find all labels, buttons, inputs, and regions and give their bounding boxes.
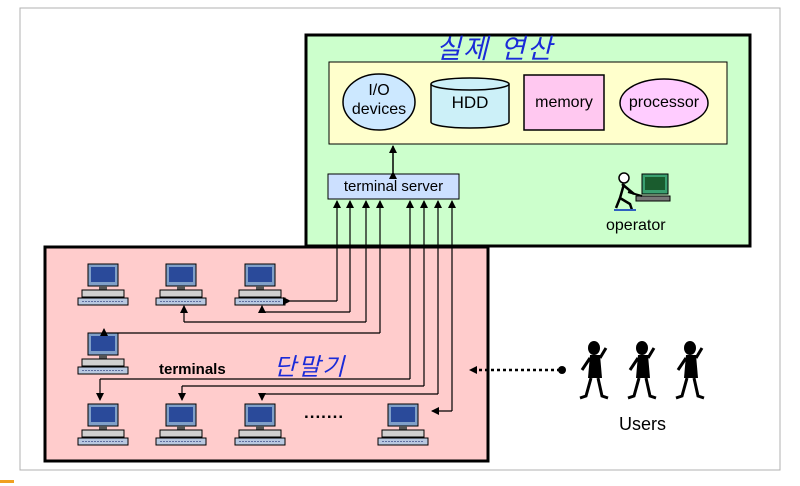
- io-devices-label: I/O devices: [351, 82, 407, 118]
- memory-shape: [523, 74, 605, 131]
- users-label: Users: [619, 414, 667, 434]
- connection-lines: [96, 200, 456, 415]
- ellipsis-dots: .......: [304, 403, 345, 422]
- operator-icon: [614, 172, 671, 211]
- operator-label: operator: [606, 217, 666, 234]
- processor-label: processor: [628, 94, 700, 111]
- terminals-label: terminals: [159, 361, 226, 378]
- users-access-origin: [558, 366, 566, 374]
- hdd-label: HDD: [451, 93, 489, 112]
- terminal-server-label: terminal server: [343, 178, 444, 195]
- hdd-shape: [430, 77, 510, 129]
- slide-accent-mark: [0, 480, 14, 483]
- processor-shape: [619, 78, 709, 128]
- host-title: 실제 연산: [436, 34, 554, 65]
- memory-label: memory: [535, 94, 593, 111]
- io-devices-shape: [342, 73, 416, 131]
- terminals-korean-label: 단말기: [274, 353, 347, 381]
